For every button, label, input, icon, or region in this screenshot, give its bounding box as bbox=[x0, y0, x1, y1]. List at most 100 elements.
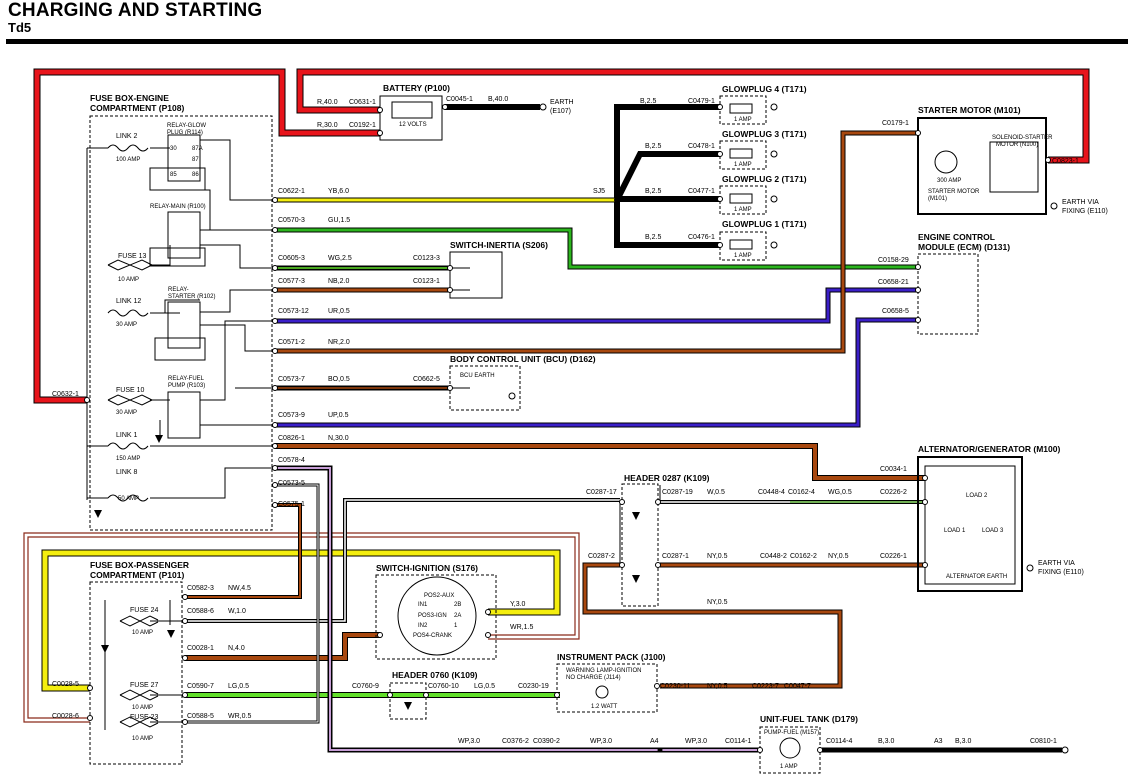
ecm-box bbox=[917, 253, 979, 335]
fuse27-label: FUSE 27 bbox=[130, 682, 159, 689]
glowplug1-amp: 1 AMP bbox=[734, 253, 752, 259]
fuse27-rating: 10 AMP bbox=[132, 705, 153, 711]
warning-lamp-label-2: NO CHARGE (J114) bbox=[566, 675, 621, 681]
conn-c0662: C0662-5 bbox=[413, 376, 440, 383]
conn-c0223: C0223-7 bbox=[752, 683, 779, 690]
title-rule bbox=[6, 39, 1128, 44]
conn-c0577: C0577-3 bbox=[278, 278, 305, 285]
switch-ignition-box bbox=[375, 574, 497, 660]
fusebox-passenger-box bbox=[89, 581, 183, 765]
wire-black-glowplug-bus bbox=[614, 104, 720, 248]
relay-main-box bbox=[167, 211, 201, 259]
earth-starter-label-1: EARTH VIA bbox=[1062, 199, 1099, 206]
starter-motor-label: STARTER MOTOR (M101) bbox=[918, 105, 1021, 115]
warning-lamp-label-1: WARNING LAMP-IGNITION bbox=[566, 668, 641, 674]
wire-label-ny05-2: NY,0.5 bbox=[828, 553, 849, 560]
wire-label-b30: B,3.0 bbox=[878, 738, 894, 745]
wire-label-gu15: GU,1.5 bbox=[328, 217, 350, 224]
ecm-label-1: ENGINE CONTROL bbox=[918, 232, 995, 242]
earth-e107-label-1: EARTH bbox=[550, 99, 574, 106]
conn-c0823: C0823-1 bbox=[1052, 158, 1079, 165]
relay-fuel-label-2: PUMP (R103) bbox=[168, 383, 205, 389]
pump-amp: 1 AMP bbox=[780, 764, 798, 770]
wire-label-wg25: WG,2.5 bbox=[328, 255, 352, 262]
conn-c0028-1: C0028-1 bbox=[187, 645, 214, 652]
wire-label-lg05-1: LG,0.5 bbox=[228, 683, 249, 690]
relay-pin-30: 30 bbox=[170, 146, 177, 152]
junction-sj5: SJ5 bbox=[593, 188, 605, 195]
starter-motor-box bbox=[917, 117, 1047, 215]
ign-in2: IN2 bbox=[418, 623, 428, 629]
relay-glow-label-1: RELAY-GLOW bbox=[167, 123, 206, 129]
conn-c0114-4: C0114-4 bbox=[826, 738, 852, 745]
earth-bcu-symbol bbox=[508, 392, 516, 400]
switch-inertia-box bbox=[449, 251, 503, 299]
header-0287-box bbox=[621, 483, 659, 607]
wire-label-n40: N,4.0 bbox=[228, 645, 245, 652]
conn-c0571: C0571-2 bbox=[278, 339, 305, 346]
wire-label-lg05-2: LG,0.5 bbox=[474, 683, 495, 690]
alt-load2: LOAD 2 bbox=[966, 493, 988, 499]
fuse10-rating: 30 AMP bbox=[116, 410, 137, 416]
wire-label-b25-4: B,2.5 bbox=[645, 234, 661, 241]
starter-inner-1: STARTER MOTOR bbox=[928, 189, 980, 195]
wire-label-b30-2: B,3.0 bbox=[955, 738, 971, 745]
glowplug2-label: GLOWPLUG 2 (T171) bbox=[722, 174, 807, 184]
conn-c0588-5: C0588-5 bbox=[187, 713, 214, 720]
glowplug2-box bbox=[719, 185, 767, 215]
earth-alt-label-1: EARTH VIA bbox=[1038, 560, 1075, 567]
wire-label-b25-2: B,2.5 bbox=[645, 143, 661, 150]
switch-ignition-label: SWITCH-IGNITION (S176) bbox=[376, 563, 478, 573]
wire-label-w10: W,1.0 bbox=[228, 608, 246, 615]
wire-label-nw45: NW,4.5 bbox=[228, 585, 251, 592]
pump-fuel-label: PUMP-FUEL (M157) bbox=[764, 730, 819, 736]
wire-label-wg05: WG,0.5 bbox=[828, 489, 852, 496]
conn-c0114-1: C0114-1 bbox=[725, 738, 751, 745]
wire-green-gu15 bbox=[275, 227, 918, 270]
link1-label: LINK 1 bbox=[116, 432, 138, 439]
conn-c0045: C0045-1 bbox=[446, 96, 473, 103]
wire-label-b25-3: B,2.5 bbox=[645, 188, 661, 195]
conn-c0158: C0158-29 bbox=[878, 257, 909, 264]
wire-label-ny05-1: NY,0.5 bbox=[707, 553, 728, 560]
solenoid-label-1: SOLENOID-STARTER bbox=[992, 135, 1053, 141]
glowplug4-amp: 1 AMP bbox=[734, 117, 752, 123]
conn-c0573-7: C0573-7 bbox=[278, 376, 305, 383]
ign-pos4: POS4-CRANK bbox=[413, 633, 452, 639]
wire-blue-ur05 bbox=[275, 287, 918, 324]
fusebox-engine-label-1: FUSE BOX-ENGINE bbox=[90, 93, 169, 103]
conn-c0479: C0479-1 bbox=[688, 98, 715, 105]
conn-c0658-5: C0658-5 bbox=[882, 308, 909, 315]
page-subtitle: Td5 bbox=[8, 20, 32, 35]
conn-c0028-5: C0028-5 bbox=[52, 681, 79, 688]
relay-glow-label-2: PLUG (R114) bbox=[167, 130, 203, 136]
relay-pin-87: 87 bbox=[192, 157, 199, 163]
glowplug4-box bbox=[719, 95, 767, 125]
conn-c0287-2: C0287-2 bbox=[588, 553, 615, 560]
fusebox-passenger-label-1: FUSE BOX-PASSENGER bbox=[90, 560, 189, 570]
fusebox-engine-label-2: COMPARTMENT (P108) bbox=[90, 103, 184, 113]
battery-volts: 12 VOLTS bbox=[399, 122, 427, 128]
earth-e107-symbol bbox=[539, 103, 547, 111]
wire-label-b25-1: B,2.5 bbox=[640, 98, 656, 105]
relay-fuel-label-1: RELAY-FUEL bbox=[168, 376, 205, 382]
link12-rating: 30 AMP bbox=[116, 322, 137, 328]
relay-glow-box bbox=[167, 134, 201, 182]
ign-pos2: POS2-AUX bbox=[424, 593, 454, 599]
conn-c0226-1: C0226-1 bbox=[880, 553, 907, 560]
conn-c0478: C0478-1 bbox=[688, 143, 715, 150]
conn-c0287-19: C0287-19 bbox=[662, 489, 693, 496]
earth-starter-symbol bbox=[1050, 202, 1058, 210]
conn-c0179: C0179-1 bbox=[882, 120, 909, 127]
wire-label-ny05-4: NY,0.5 bbox=[707, 683, 728, 690]
alt-earth-label: ALTERNATOR EARTH bbox=[946, 574, 1007, 580]
conn-c0123-3: C0123-3 bbox=[413, 255, 440, 262]
bcu-earth-label: BCU EARTH bbox=[460, 373, 495, 379]
fuse10-symbol bbox=[107, 394, 153, 406]
conn-c0810: C0810-1 bbox=[1030, 738, 1057, 745]
fuse23-symbol bbox=[119, 716, 159, 728]
conn-c0575: C0575-1 bbox=[278, 501, 305, 508]
header-0760-label: HEADER 0760 (K109) bbox=[392, 670, 478, 680]
ign-in1: IN1 bbox=[418, 602, 428, 608]
